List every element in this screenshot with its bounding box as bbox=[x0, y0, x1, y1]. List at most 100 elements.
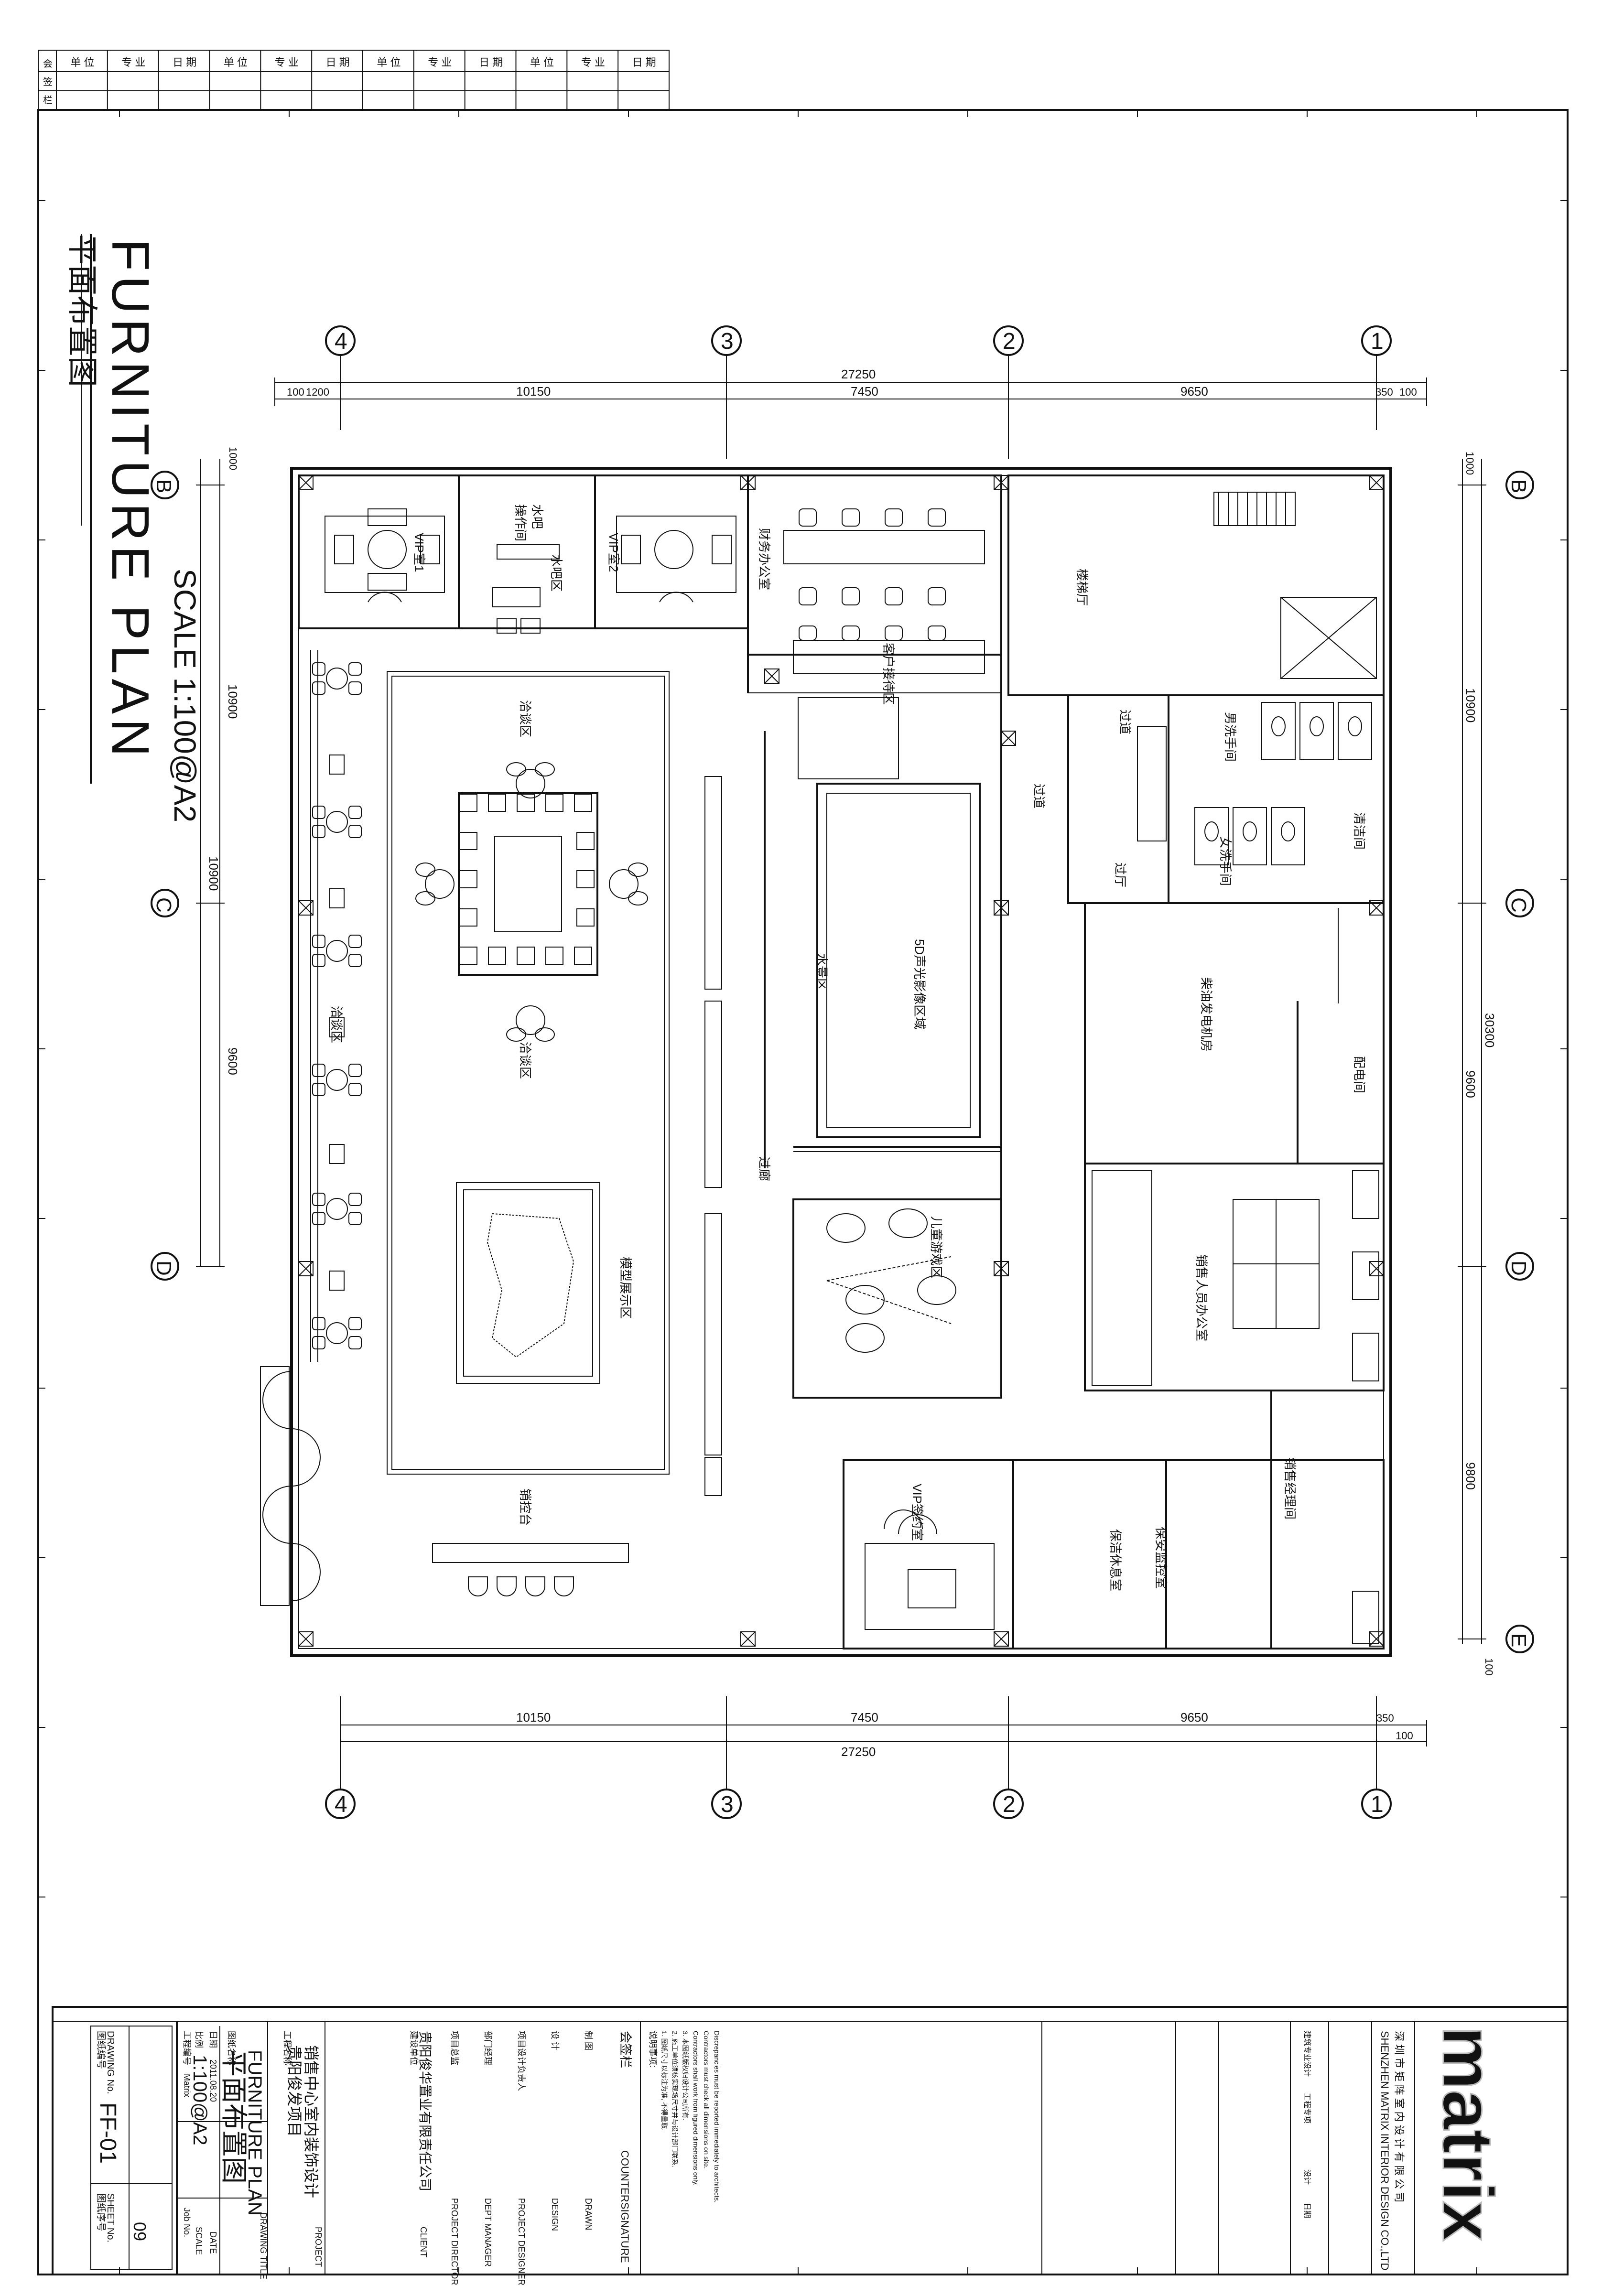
header-col-label: 日 期 bbox=[479, 56, 503, 68]
office-chair bbox=[842, 508, 860, 527]
label-clean: 清洁间 bbox=[1352, 812, 1366, 850]
header-col-label: 单 位 bbox=[70, 56, 94, 68]
dim-top-seg-a: 100 bbox=[287, 386, 304, 398]
label-corridor1: 过道 bbox=[1118, 710, 1132, 734]
chair bbox=[348, 935, 362, 948]
column-axes-top: 4 3 2 1 bbox=[325, 325, 1392, 356]
tb-sign-title-zh: 会签栏 bbox=[618, 2031, 633, 2068]
label-sales-desk: 销控台 bbox=[518, 1488, 532, 1526]
label-corridor3: 过廊 bbox=[757, 1156, 771, 1181]
stool bbox=[535, 1027, 555, 1042]
column-hatch bbox=[298, 1631, 314, 1647]
tb-project-line2: 销售中心室内装饰设计 bbox=[303, 2045, 320, 2198]
chair bbox=[348, 1083, 362, 1096]
chair bbox=[312, 1317, 325, 1330]
label-water-bar2: 水吧区 bbox=[549, 554, 563, 592]
dim-bottom-seg-c: 9650 bbox=[1180, 1710, 1208, 1725]
column-hatch bbox=[740, 1631, 756, 1647]
chair bbox=[312, 806, 325, 819]
axis-B-left: B bbox=[152, 479, 175, 493]
toilet bbox=[1348, 716, 1362, 736]
bar-stool bbox=[554, 1576, 574, 1596]
dimension-left: 1000 10900 10900 9600 bbox=[196, 447, 240, 1267]
header-col-label: 单 位 bbox=[224, 56, 248, 68]
tb-title-en: FURNITURE PLAN bbox=[244, 2050, 265, 2216]
tb-client: 贵阳俊华置业有限责任公司 bbox=[418, 2031, 433, 2191]
toilet bbox=[1243, 821, 1257, 841]
lounge-chair bbox=[517, 794, 535, 812]
lounge-chair bbox=[576, 832, 595, 850]
toilet bbox=[1271, 716, 1286, 736]
note-line: Contractors must check all dimensions on… bbox=[703, 2031, 710, 2169]
left-negotiation-tables bbox=[312, 662, 362, 1349]
sheet-border bbox=[37, 109, 1569, 2275]
note-line: Discrepancies must be reported immediate… bbox=[713, 2031, 721, 2202]
tb-company-line2: 工程专项 bbox=[1303, 2093, 1311, 2124]
lounge-chair bbox=[459, 832, 477, 850]
company-logo: matrix bbox=[1428, 2026, 1508, 2241]
wc-stall bbox=[1271, 807, 1305, 865]
row-axes-right: B C D E bbox=[1505, 471, 1534, 1653]
stool bbox=[628, 862, 648, 877]
office-chair bbox=[928, 587, 946, 605]
axis-E-right: E bbox=[1507, 1633, 1530, 1647]
sink-counter bbox=[1137, 726, 1167, 841]
tb-project-en: PROJECT bbox=[314, 2227, 323, 2267]
label-corridor2: 过道 bbox=[1032, 784, 1046, 808]
lounge-chair bbox=[459, 794, 477, 812]
outer-wall bbox=[290, 467, 1392, 1657]
dim-right-e: 9800 bbox=[1463, 1462, 1478, 1490]
office-chair bbox=[799, 508, 817, 527]
round-table bbox=[326, 940, 348, 962]
dimension-right: 1000 10900 30300 9600 9800 100 bbox=[1458, 452, 1497, 1676]
drawing-title-zh-vertical: 平面布置图 bbox=[65, 234, 99, 387]
axis-1-top: 1 bbox=[1371, 329, 1384, 354]
dim-left-c: 10900 bbox=[206, 856, 221, 891]
note-line: 2. 施工单位须核实现场尺寸并与设计部门联系. bbox=[671, 2031, 679, 2167]
chair bbox=[348, 1336, 362, 1349]
tb-job-label: 工程编号 bbox=[182, 2031, 192, 2065]
lounge-chair bbox=[459, 947, 477, 965]
tb-drawing-no-en: DRAWING No. bbox=[105, 2031, 116, 2094]
dim-top-seg-g: 100 bbox=[1399, 386, 1417, 398]
chair bbox=[348, 1193, 362, 1206]
axis-D-right: D bbox=[1507, 1261, 1530, 1276]
title-block: 图纸编号 DRAWING No. FF-01 图纸序号 SHEET No. 09… bbox=[52, 2006, 1569, 2285]
model-outline bbox=[487, 1213, 574, 1358]
label-model: 模型展示区 bbox=[618, 1257, 633, 1319]
role-zh: 设 计 bbox=[550, 2031, 560, 2050]
column-hatch bbox=[1001, 731, 1016, 746]
tb-sheet-label: 图纸序号 bbox=[96, 2193, 107, 2231]
column-hatch bbox=[1369, 1261, 1384, 1276]
stool bbox=[535, 762, 555, 776]
header-col-label: 专 业 bbox=[428, 56, 452, 68]
tb-job-value: Matrix bbox=[182, 2074, 192, 2097]
toilet bbox=[1204, 821, 1219, 841]
lounge-chair bbox=[488, 794, 506, 812]
label-hall: 过厅 bbox=[1113, 862, 1127, 887]
column-hatch bbox=[994, 1631, 1009, 1647]
role-en: PROJECT DESIGNER bbox=[517, 2198, 526, 2285]
axis-2-bottom: 2 bbox=[1003, 1792, 1016, 1817]
role-zh: 部门经理 bbox=[483, 2031, 493, 2065]
tb-company-zh: 深 圳 市 矩 阵 室 内 设 计 有 限 公 司 bbox=[1393, 2031, 1405, 2202]
tb-company-line4: 日期 bbox=[1303, 2203, 1311, 2218]
floor-plan: VIP室1 水吧 操作间 水吧区 VIP室2 财务办公室 楼梯厅 客户接待区 过… bbox=[260, 467, 1392, 1657]
label-monitor: 保安监控室 bbox=[1154, 1527, 1168, 1589]
office-chair bbox=[928, 508, 946, 527]
label-supply: 配电间 bbox=[1352, 1056, 1366, 1093]
column bbox=[740, 1631, 756, 1647]
header-table-labels: 单 位专 业日 期单 位专 业日 期单 位专 业日 期单 位专 业日 期会签栏 bbox=[43, 56, 656, 106]
tb-date-label: 日期 bbox=[208, 2031, 218, 2048]
lounge-chair bbox=[545, 947, 563, 965]
axis-B-right: B bbox=[1507, 479, 1530, 493]
dim-bottom-seg-a: 10150 bbox=[516, 1710, 551, 1725]
room-labels: VIP室1 水吧 操作间 水吧区 VIP室2 财务办公室 楼梯厅 客户接待区 过… bbox=[329, 504, 1366, 1591]
right-rooms bbox=[843, 474, 1385, 1649]
label-kids: 儿童游戏区 bbox=[929, 1216, 943, 1278]
dim-top-seg-c: 10150 bbox=[516, 384, 551, 399]
stool bbox=[415, 891, 435, 905]
chair bbox=[312, 1064, 325, 1077]
dimension-bottom: 10150 7450 9650 350 100 27250 bbox=[340, 1710, 1427, 1759]
header-col-label: 单 位 bbox=[377, 56, 400, 68]
